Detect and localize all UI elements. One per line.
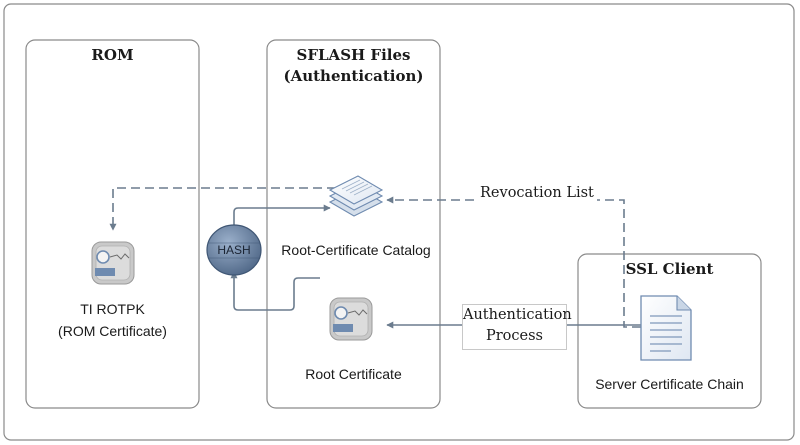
server-certificate-chain-label: Server Certificate Chain (595, 376, 744, 392)
revocation-list-arrow (386, 196, 641, 328)
hash-to-catalog-arrow (233, 204, 331, 228)
catalog-to-rotpk-arrow (109, 187, 336, 231)
rom-panel-title: ROM (91, 46, 134, 64)
ti-rotpk-label: TI ROTPK (80, 301, 145, 317)
root-certificate-icon (329, 297, 373, 341)
rotpk-certificate-icon (91, 241, 135, 285)
ssl-client-panel-title: SSL Client (625, 260, 714, 278)
sflash-panel-title: SFLASH Files (296, 46, 411, 64)
hash-label: HASH (217, 243, 250, 257)
revocation-list-label: Revocation List (477, 185, 597, 201)
authentication-label-line2: Process (485, 328, 543, 344)
root-certificate-label: Root Certificate (305, 366, 402, 382)
rootcert-to-hash-arrow (230, 271, 320, 311)
hash-node: HASH (206, 224, 262, 276)
root-certificate-catalog-label: Root-Certificate Catalog (281, 242, 431, 258)
rom-certificate-label: (ROM Certificate) (58, 323, 167, 339)
authentication-process-label: Authentication Process (462, 304, 572, 350)
sflash-panel (266, 39, 441, 409)
document-stack-icon (328, 175, 384, 217)
authentication-label-line1: Authentication (463, 307, 572, 323)
sflash-panel-subtitle: (Authentication) (283, 67, 424, 85)
document-icon (640, 295, 692, 361)
